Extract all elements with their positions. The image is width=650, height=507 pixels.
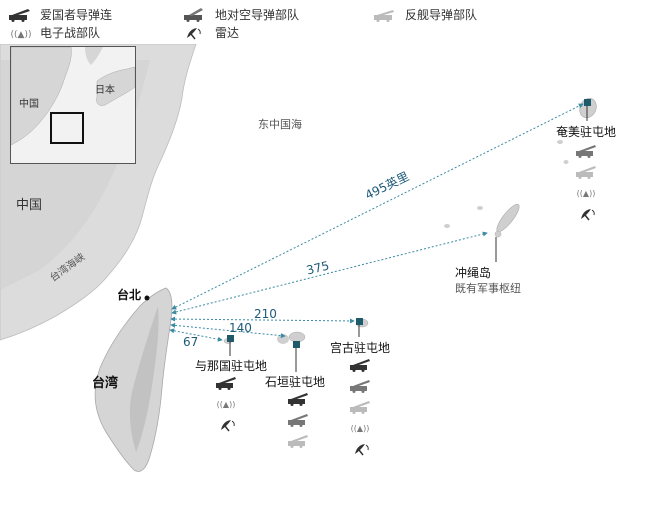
distance-miyako: 210 [254, 307, 277, 321]
okinawa-island [496, 203, 520, 233]
inset-label-japan: 日本 [95, 85, 115, 96]
legend-label-anti-ship: 反舰导弹部队 [405, 8, 478, 22]
route-okinawa [171, 231, 488, 315]
base-marker-miyako [356, 318, 363, 325]
label-amami-base: 奄美驻屯地 [556, 125, 617, 139]
okinawa-islet-c [444, 224, 450, 228]
anti-ship-launcher-icon [350, 401, 370, 414]
okinawa-islet-a [494, 230, 502, 238]
radar-dish-icon [221, 420, 235, 432]
anti-ship-launcher-icon [288, 435, 308, 448]
label-china: 中国 [16, 198, 43, 213]
taipei-marker [144, 295, 150, 301]
base-marker-ishigaki [293, 341, 300, 348]
base-marker-amami [584, 99, 591, 106]
legend-label-sam: 地对空导弹部队 [215, 8, 300, 22]
label-okinawa-note: 既有军事枢纽 [455, 282, 521, 295]
route-amami [171, 103, 584, 310]
missile-launcher-icon [9, 8, 30, 22]
ew-signal-icon: ((▲)) [577, 189, 596, 198]
route-miyako [170, 316, 355, 324]
radar-dish-icon [581, 209, 595, 221]
amami-unit-icons: ((▲)) [576, 145, 596, 221]
legend-label-patriot: 爱国者导弹连 [40, 8, 113, 22]
inset-locator-map: 中国 日本 [10, 46, 136, 164]
ew-signal-icon: ((▲)) [217, 400, 236, 409]
ishigaki-unit-icons [288, 393, 308, 448]
legend: 爱国者导弹连 地对空导弹部队 反舰导弹部队 ((▲)) 电子战部队 雷达 [0, 0, 650, 44]
sam-launcher-icon [576, 145, 596, 158]
legend-item-ew: ((▲)) 电子战部队 [8, 24, 101, 41]
route-yonaguni [169, 328, 223, 342]
inset-map-canvas [11, 47, 135, 146]
label-yonaguni-base: 与那国驻屯地 [195, 359, 268, 373]
legend-item-radar: 雷达 [183, 24, 239, 41]
distance-ishigaki: 140 [229, 321, 252, 335]
legend-item-anti-ship: 反舰导弹部队 [373, 6, 477, 23]
missile-launcher-icon [216, 377, 236, 390]
inset-label-china: 中国 [19, 99, 39, 110]
yonaguni-unit-icons: ((▲)) [216, 377, 236, 432]
anti-ship-launcher-icon [576, 166, 596, 179]
amami-islet-b [557, 140, 563, 144]
amami-islet-c [563, 160, 569, 164]
label-ishigaki-base: 石垣驻屯地 [265, 375, 326, 389]
distance-yonaguni: 67 [183, 335, 199, 349]
route-ishigaki [170, 322, 286, 339]
ishigaki-island [288, 331, 306, 343]
radar-dish-icon [187, 27, 201, 39]
sam-launcher-icon [184, 7, 203, 22]
label-taiwan: 台湾 [92, 376, 119, 391]
missile-launcher-icon [350, 359, 370, 372]
label-miyako-base: 宫古驻屯地 [330, 341, 391, 355]
label-taipei: 台北 [117, 288, 142, 302]
miyako-unit-icons: ((▲)) [350, 359, 370, 456]
sam-launcher-icon [288, 414, 308, 427]
base-marker-yonaguni [227, 335, 234, 342]
radar-dish-icon [355, 444, 369, 456]
ew-signal-icon: ((▲)) [351, 424, 370, 433]
label-east-china-sea: 东中国海 [258, 118, 302, 131]
inset-highlight-box [50, 112, 84, 144]
missile-launcher-icon [288, 393, 308, 406]
legend-item-sam: 地对空导弹部队 [183, 6, 299, 23]
legend-label-ew: 电子战部队 [40, 26, 101, 40]
legend-item-patriot: 爱国者导弹连 [8, 6, 112, 23]
taiwan-mountain-shade [129, 306, 159, 452]
ew-signal-icon: ((▲)) [11, 30, 32, 40]
map-area: ((▲)) ((▲)) ((▲)) 中国 日本 东中国海 中国 台湾海峡 台北 … [0, 44, 650, 497]
okinawa-islet-b [477, 206, 483, 210]
svg-text:((▲)): ((▲)) [11, 30, 32, 40]
legend-label-radar: 雷达 [215, 26, 240, 40]
sam-launcher-icon [350, 380, 370, 393]
anti-ship-launcher-icon [374, 9, 394, 22]
label-okinawa: 冲绳岛 [455, 266, 492, 280]
